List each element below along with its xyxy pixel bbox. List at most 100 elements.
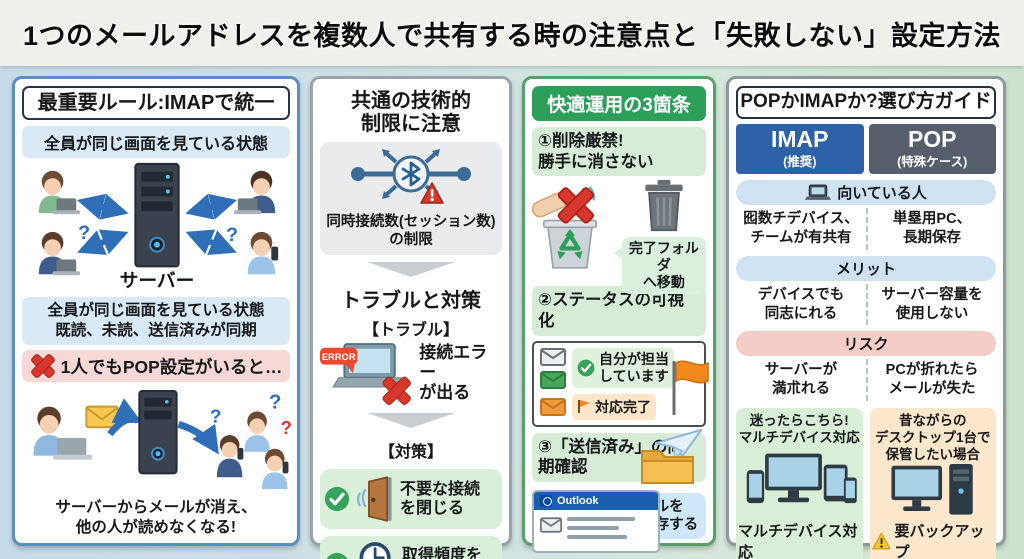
measure2-text: 取得頻度を 最適化 xyxy=(402,547,483,559)
person-top-right xyxy=(233,170,276,215)
panel4-header: POPかIMAPか?選び方ガイド xyxy=(736,86,996,119)
confused-person-2 xyxy=(244,411,270,453)
rec-heading: 迷ったらこちら! マルチデバイス対応 xyxy=(738,413,860,445)
columns-container: 最重要ルール:IMAPで統一 全員が同じ画面を見ている状態 xyxy=(0,66,1024,559)
server-icon xyxy=(134,162,180,268)
question-mark: ? xyxy=(269,391,282,414)
measure-optimize-frequency: 取得頻度を 最適化 xyxy=(320,536,502,559)
download-arrow xyxy=(177,421,219,455)
sync-arrows xyxy=(76,193,238,255)
recycle-bin-x-icon xyxy=(532,186,597,269)
risk-row: サーバーが 満朮れる PCが折れたら メールが失た xyxy=(736,359,996,402)
panel1-header: 最重要ルール:IMAPで統一 xyxy=(22,86,290,120)
measure1-text: 不要な接続 を閉じる xyxy=(400,481,481,518)
merit-row: デバイスでも 同志にれる サーバー容量を 使用しない xyxy=(736,283,996,326)
panel-pop-imap-guide: POPかIMAPか?選び方ガイド IMAP (推奨) POP (特殊ケース) 向… xyxy=(726,76,1006,559)
question-mark: ? xyxy=(281,417,292,438)
delete-forbidden-scene: 完了フォルダ へ移動 xyxy=(532,178,706,294)
trouble-section-title: トラブルと対策 xyxy=(341,290,481,313)
panel1-caption: サーバーからメールが消え、 他の人が読めなくなる! xyxy=(55,499,257,536)
down-chevron-icon xyxy=(367,413,455,429)
status-row-assigned: 自分が担当 しています xyxy=(540,347,698,389)
done-folder-suggestion: 完了フォルダ へ移動 xyxy=(612,178,706,294)
status-row-done: 対応完了 xyxy=(540,393,698,420)
measure-close-connections: 不要な接続 を閉じる xyxy=(320,469,502,530)
svg-text:?: ? xyxy=(226,224,238,246)
envelope-orange-icon xyxy=(540,397,566,416)
suited-row: 囮数チデバイス、 チームが有共有 単塁用PC、 長期保存 xyxy=(736,208,996,250)
red-x-icon xyxy=(30,354,55,379)
trouble-tag: 【トラブル】 xyxy=(362,322,459,340)
server-label: サーバー xyxy=(120,270,195,291)
trouble-row: ERROR 接続エラー が出る xyxy=(320,340,502,406)
desktop-pc-icon xyxy=(891,463,973,515)
panel1-sync-box: 全員が同じ画面を見ている状態 既読、未読、送信済みが同期 xyxy=(22,297,290,346)
svg-text:?: ? xyxy=(78,222,90,244)
rule2-status: ②ステータスの可視化 xyxy=(532,286,706,336)
band-risk: リスク xyxy=(736,331,996,357)
panel3-header: 快適運用の3箇条 xyxy=(532,86,706,121)
assigned-label: 自分が担当 しています xyxy=(572,348,674,388)
page-title: 1つのメールアドレスを複数人で共有する時の注意点と「失敗しない」設定方法 xyxy=(22,20,1001,51)
merit-pop-cell: サーバー容量を 使用しない xyxy=(866,283,996,326)
move-to-done-bubble: 完了フォルダ へ移動 xyxy=(612,237,706,294)
mail-envelope-icon xyxy=(85,405,119,429)
pop-header-cell: POP (特殊ケース) xyxy=(868,123,996,175)
multi-device-icon xyxy=(747,453,857,504)
flag-small-icon xyxy=(578,400,590,413)
panel-imap-rule: 最重要ルール:IMAPで統一 全員が同じ画面を見ている状態 xyxy=(12,76,300,546)
panel-technical-limits: 共通の技術的 制限に注意 xyxy=(310,76,512,559)
merit-imap-cell: デバイスでも 同志にれる xyxy=(757,286,845,322)
done-label: 対応完了 xyxy=(572,393,656,420)
panel2-header: 共通の技術的 制限に注意 xyxy=(351,90,471,135)
question-mark: ? xyxy=(210,406,221,427)
panel1-warning-box: 1人でもPOP設定がいると… xyxy=(22,350,290,383)
trouble-text: 接続エラー が出る xyxy=(419,342,488,403)
imap-header-cell: IMAP (推奨) xyxy=(736,123,864,175)
recommendation-row: 迷ったらこちら! マルチデバイス対応 マルチデバイス対応 xyxy=(736,408,996,559)
server-sync-illustration: ? ? サーバー xyxy=(38,162,279,291)
door-icon xyxy=(356,476,392,522)
suited-imap-cell: 囮数チデバイス、 チームが有共有 xyxy=(743,211,859,246)
network-warning-icon xyxy=(351,149,471,204)
person-top-left xyxy=(38,170,81,215)
risk-imap-cell: サーバーが 満朮れる xyxy=(764,362,838,398)
protocol-header-row: IMAP (推奨) POP (特殊ケース) xyxy=(736,123,996,175)
person-bottom-right: ? xyxy=(226,224,279,275)
imap-recommendation-box: 迷ったらこちら! マルチデバイス対応 マルチデバイス対応 xyxy=(736,408,863,559)
envelope-column xyxy=(540,347,566,389)
band-merit: メリット xyxy=(736,255,996,281)
upload-arrow xyxy=(107,398,143,437)
outlook-logo-icon xyxy=(540,494,552,507)
envelope-gray-icon xyxy=(540,517,562,533)
sync-line1: 全員が同じ画面を見ている状態 xyxy=(47,302,265,319)
pop-warning-label: 1人でもPOP設定がいると… xyxy=(60,356,283,377)
flag-large-icon xyxy=(672,360,709,415)
down-chevron-icon xyxy=(367,262,455,278)
laptop-small-icon xyxy=(805,184,832,200)
rec-caption: マルチデバイス対応 xyxy=(738,522,858,559)
outlook-window: Outlook xyxy=(532,489,660,553)
server-icon-small xyxy=(138,390,178,475)
outlook-titlebar: Outlook xyxy=(534,491,658,510)
pop-special-case-box: 昔ながらの デスクトップ1台で 保管したい場合 xyxy=(869,408,996,559)
session-limit-text: 同時接続数(セッション数) の制限 xyxy=(326,214,496,249)
sync-line2: 既読、未読、送信済みが同期 xyxy=(55,322,257,340)
suited-pop-cell: 単塁用PC、 長期保存 xyxy=(866,208,996,250)
envelope-gray-icon xyxy=(540,347,566,366)
session-limit-box: 同時接続数(セッション数) の制限 xyxy=(320,142,502,256)
rule1-no-delete: ①削除厳禁! 勝手に消さない xyxy=(532,127,706,177)
check-circle-icon xyxy=(326,553,348,559)
envelope-green-icon xyxy=(540,370,566,389)
confused-person-1 xyxy=(216,435,244,478)
old-heading: 昔ながらの デスクトップ1台で 保管したい場合 xyxy=(874,413,991,462)
band-suited-for: 向いている人 xyxy=(736,180,996,206)
warning-triangle-icon xyxy=(420,182,444,204)
folder-paperplane-icon xyxy=(641,428,703,484)
status-visualization-box: 自分が担当 しています 対応完了 xyxy=(532,340,709,427)
check-circle-icon xyxy=(577,359,595,377)
outlook-body xyxy=(534,510,658,551)
clock-refresh-icon xyxy=(359,542,391,559)
panel-three-rules: 快適運用の3箇条 ①削除厳禁! 勝手に消さない xyxy=(522,76,716,553)
mail-list-lines xyxy=(567,516,635,544)
